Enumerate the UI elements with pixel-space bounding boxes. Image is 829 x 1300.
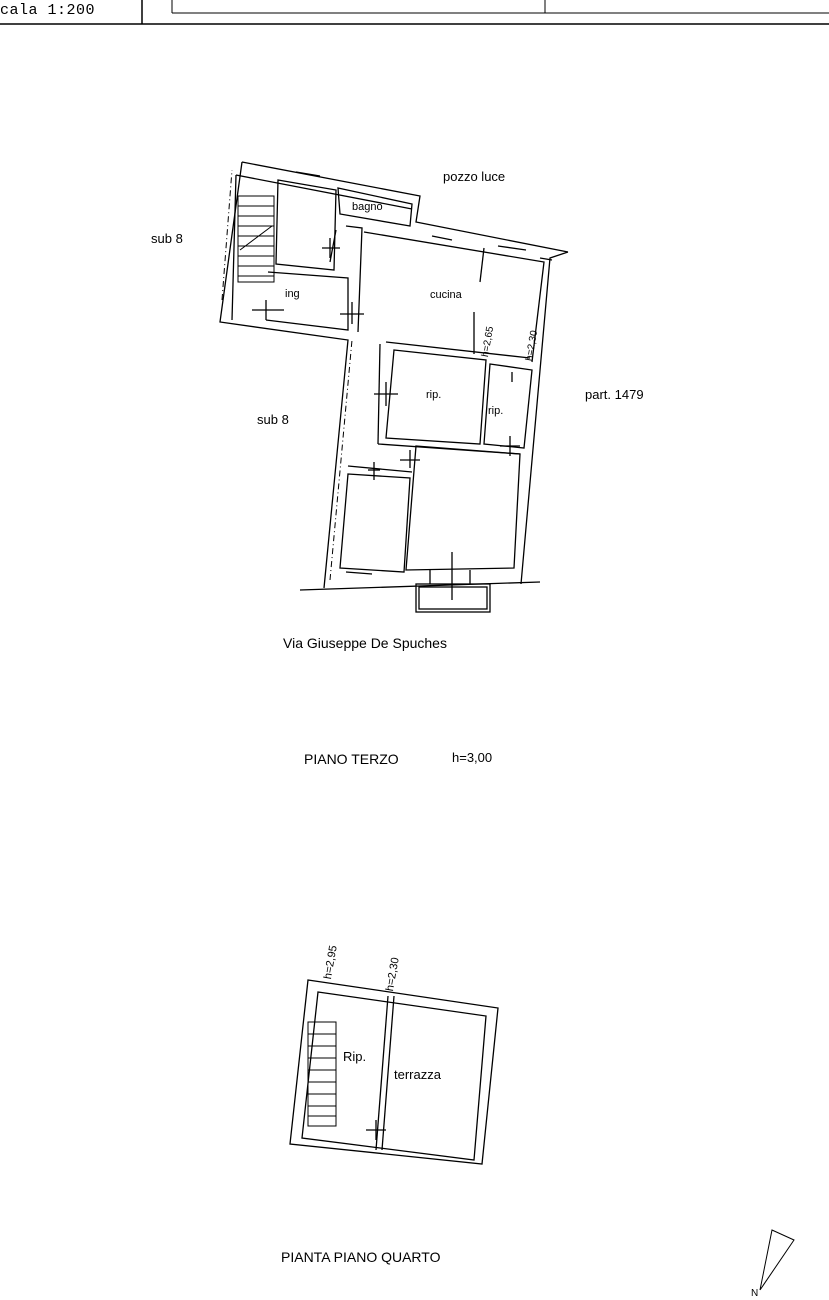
label-pozzo-luce: pozzo luce: [443, 169, 506, 184]
label-rip-1: rip.: [426, 389, 442, 401]
scale-label: cala 1:200: [0, 2, 96, 19]
label-sub8-top: sub 8: [151, 231, 183, 246]
label-cucina: cucina: [430, 289, 462, 301]
label-bagno: bagno: [352, 201, 383, 213]
label-rip-2: rip.: [488, 405, 504, 417]
plan-floor-4: [289, 979, 499, 1165]
label-terrazza: terrazza: [394, 1067, 441, 1082]
label-rip-f4: Rip.: [343, 1049, 367, 1064]
floor-3-height: h=3,00: [452, 750, 493, 765]
label-street: Via Giuseppe De Spuches: [283, 635, 447, 651]
title-block: cala 1:200: [0, 0, 829, 24]
stair-floor-4: [307, 1021, 337, 1127]
stair-floor-3: [237, 195, 275, 283]
north-arrow-icon: [759, 1229, 795, 1291]
floor-4-title: PIANTA PIANO QUARTO: [281, 1249, 441, 1265]
label-part-1479: part. 1479: [585, 387, 644, 402]
label-ing: ing: [285, 288, 300, 300]
floor-3-title: PIANO TERZO: [304, 751, 399, 767]
plan-floor-3: [219, 161, 569, 613]
north-label: N: [751, 1288, 759, 1299]
label-sub8-mid: sub 8: [257, 412, 289, 427]
